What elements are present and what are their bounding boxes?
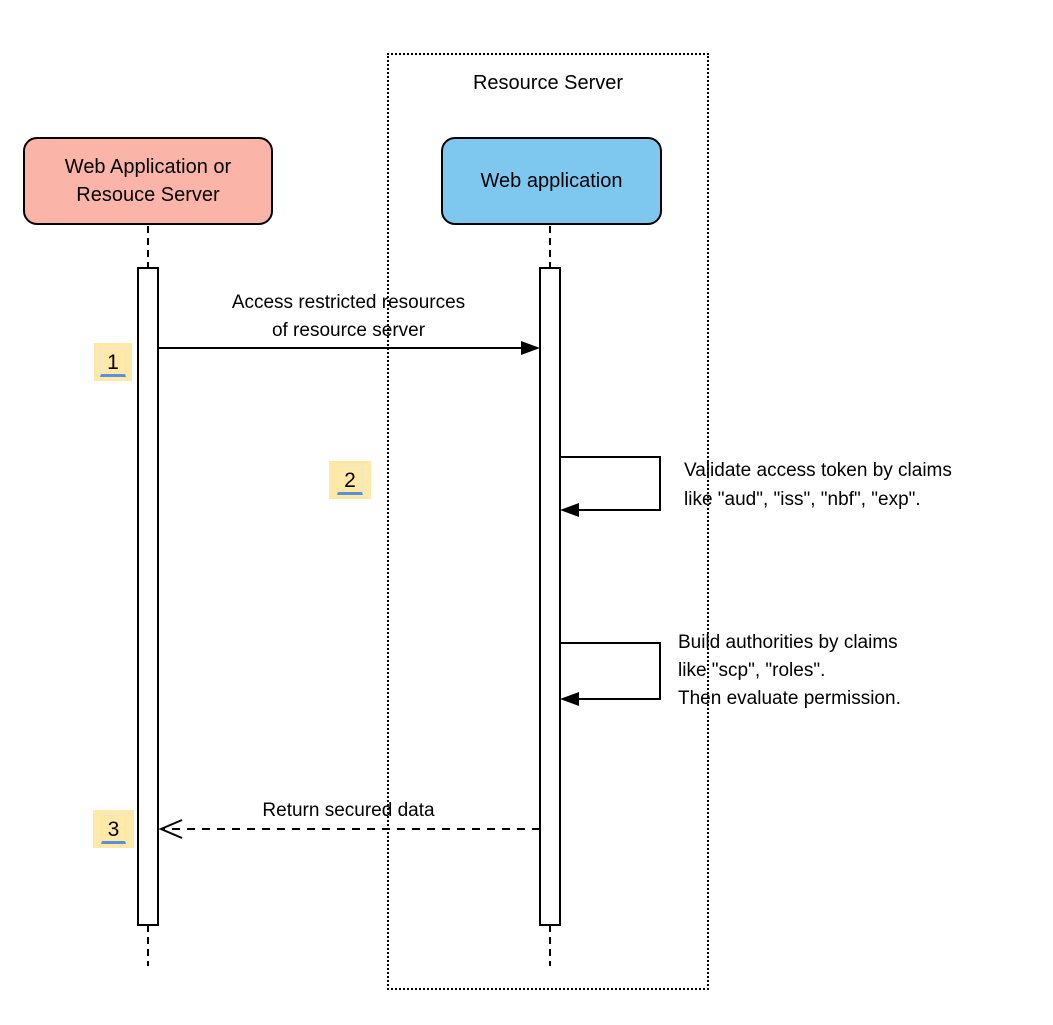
activation-bar-client	[137, 267, 159, 926]
boundary-title: Resource Server	[472, 72, 624, 94]
step-badge-3-number: 3	[100, 814, 127, 844]
step-badge-1-number: 1	[100, 347, 126, 377]
step-badge-2-number: 2	[337, 465, 363, 495]
self-call-2-arrow	[560, 642, 661, 700]
self-call-1-label: Validate access token by claims like "au…	[684, 460, 952, 510]
actor-webapp-label: Web application	[480, 170, 623, 192]
message-1-label: Access restricted resources of resource …	[231, 292, 466, 341]
step-badge-2: 2	[329, 461, 371, 499]
step-badge-3: 3	[93, 810, 134, 848]
step-badge-1: 1	[94, 343, 132, 381]
self-call-2-label: Build authorities by claims like "scp", …	[678, 632, 901, 709]
self-call-1-arrowhead	[560, 503, 579, 517]
message-1-arrowhead	[521, 341, 540, 355]
activation-bar-webapp	[539, 267, 561, 926]
actor-client-label: Web Application or Resouce Server	[64, 156, 232, 206]
return-message-label: Return secured data	[262, 800, 435, 821]
actor-web-application: Web application	[441, 137, 662, 225]
resource-server-boundary	[387, 53, 709, 990]
self-call-1-arrow	[560, 456, 661, 511]
actor-web-application-or-resource-server: Web Application or Resouce Server	[23, 137, 273, 225]
self-call-2-arrowhead	[560, 692, 579, 706]
return-message-arrowhead	[158, 819, 183, 839]
